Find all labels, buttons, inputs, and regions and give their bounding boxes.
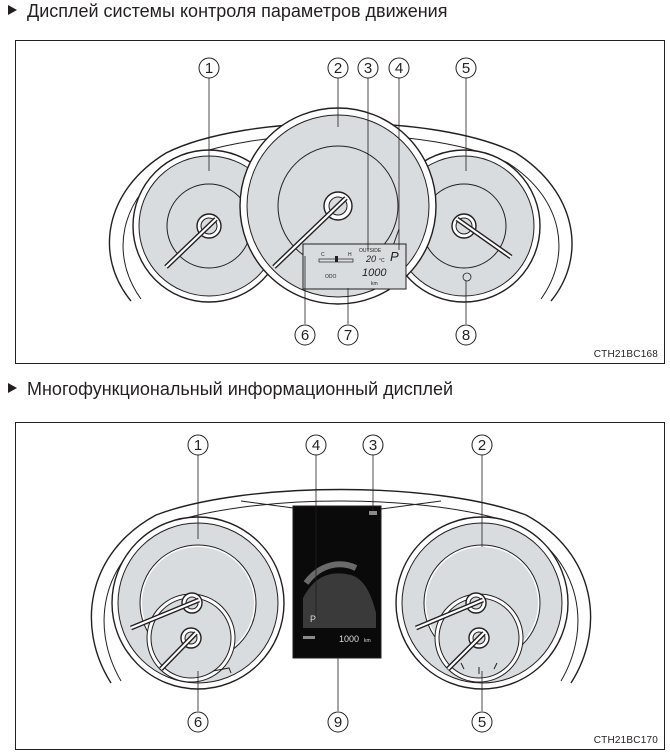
svg-text:4: 4 [312,437,320,454]
outside-temperature: 20 [365,254,376,264]
odometer-value: 1000 [339,634,359,644]
svg-text:2: 2 [478,437,486,454]
odometer-unit: km [371,281,378,287]
callout-1: 1 [187,434,209,456]
bullet-triangle-icon [8,5,17,15]
instrument-cluster-drawing-2: P 1000 km 1 4 3 2 [90,434,592,733]
bullet-triangle-icon [8,383,17,393]
svg-text:3: 3 [364,60,372,77]
callout-1: 1 [198,57,220,79]
callout-3: 3 [357,57,379,79]
svg-text:8: 8 [462,327,470,344]
odometer-value: 1000 [362,267,387,279]
multi-info-lcd: C H OUTSIDE 20 °C P ODO 1000 km [302,243,407,290]
svg-text:5: 5 [462,60,470,77]
section-title-1: Дисплей системы контроля параметров движ… [27,1,448,21]
outside-label: OUTSIDE [359,248,382,254]
svg-text:9: 9 [334,714,342,731]
temperature-unit: °C [379,258,385,264]
instrument-panel-figure-1: C H OUTSIDE 20 °C P ODO 1000 km [15,40,665,364]
svg-text:2: 2 [334,60,342,77]
callout-6: 6 [187,711,209,733]
callout-7: 7 [337,324,359,346]
callout-2: 2 [327,57,349,79]
figure-code-1: CTH21BC168 [593,349,658,360]
odometer-unit: km [364,638,371,644]
callout-3: 3 [362,434,384,456]
svg-text:5: 5 [478,714,486,731]
left-combo-gauge [111,516,285,690]
callout-4: 4 [388,57,410,79]
section-heading-2: Многофункциональный информационный диспл… [8,378,453,400]
odo-label-graphic [303,636,315,639]
trip-reset-knob [462,272,472,282]
status-icon [369,511,377,515]
temp-scale-h: H [348,252,352,258]
callout-5: 5 [471,711,493,733]
gear-indicator: P [390,249,399,264]
odo-label: ODO [325,274,337,280]
svg-text:4: 4 [395,60,403,77]
callout-5: 5 [455,57,477,79]
cluster-housing-inner [103,500,579,682]
gear-indicator: P [310,614,316,624]
instrument-cluster-drawing-1: C H OUTSIDE 20 °C P ODO 1000 km [108,57,573,346]
thermometer-icon [335,256,338,262]
multi-info-display: P 1000 km [292,505,382,659]
callout-6: 6 [294,324,316,346]
svg-text:1: 1 [194,437,202,454]
svg-text:6: 6 [301,327,309,344]
svg-text:3: 3 [369,437,377,454]
section-title-2: Многофункциональный информационный диспл… [27,379,454,399]
svg-text:7: 7 [344,327,352,344]
display-graphic-highlight [303,561,358,585]
right-combo-gauge [395,516,569,690]
svg-text:1: 1 [205,60,213,77]
svg-text:6: 6 [194,714,202,731]
callout-8: 8 [455,324,477,346]
cluster-housing [90,488,592,684]
figure-code-2: CTH21BC170 [593,735,658,746]
section-heading-1: Дисплей системы контроля параметров движ… [8,0,447,22]
callout-leaders [197,455,483,711]
instrument-panel-figure-2: P 1000 km 1 4 3 2 [15,422,665,750]
callout-4: 4 [305,434,327,456]
temp-scale-c: C [321,252,325,258]
display-graphic [303,573,376,628]
callout-9: 9 [327,711,349,733]
callout-leaders [208,78,467,324]
callout-2: 2 [471,434,493,456]
